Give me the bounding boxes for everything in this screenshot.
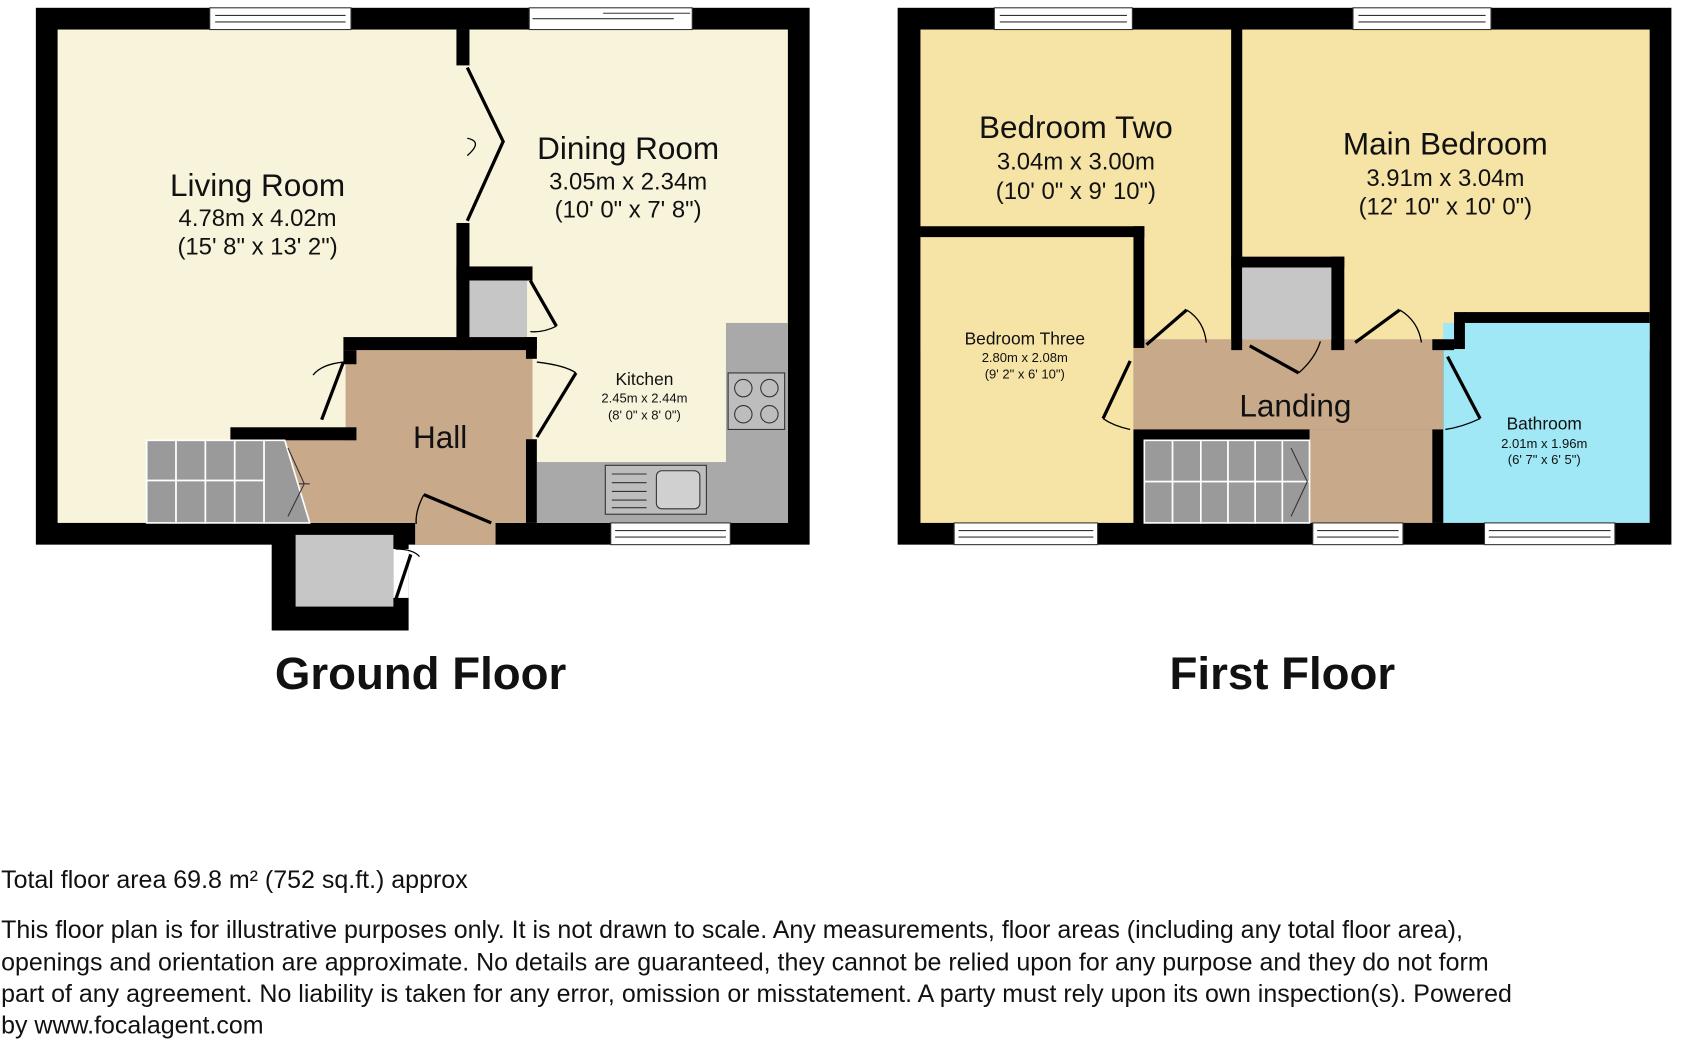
first-floor-title: First Floor [1170, 648, 1396, 699]
living-room-door [320, 361, 345, 421]
disclaimer-line: by www.focalagent.com [1, 1012, 263, 1040]
internal-wall [456, 222, 470, 351]
bedroom-two-door [1145, 308, 1188, 346]
sliding-door [528, 7, 693, 31]
bathroom-name: Bathroom [1507, 413, 1582, 433]
landing-area-extension [1309, 429, 1444, 523]
porch [295, 534, 394, 607]
window [209, 7, 352, 31]
cupboard [1242, 267, 1332, 340]
window [1352, 7, 1492, 31]
cupboard-door [1248, 344, 1300, 375]
bathroom-area [1443, 322, 1650, 523]
bedroom-two-metric: 3.04m x 3.00m [997, 149, 1155, 176]
kitchen-metric: 2.45m x 2.44m [601, 390, 687, 405]
cupboard [469, 280, 528, 338]
window [993, 7, 1133, 31]
footer: Total floor area 69.8 m² (752 sq.ft.) ap… [1, 866, 1512, 1040]
disclaimer-line: This floor plan is for illustrative purp… [1, 916, 1463, 944]
window [1483, 522, 1616, 546]
bathroom-metric: 2.01m x 1.96m [1501, 436, 1587, 451]
sink-icon [604, 464, 707, 515]
window [1312, 522, 1404, 546]
cupboard-wall [456, 266, 533, 281]
main-bedroom-metric: 3.91m x 3.04m [1366, 165, 1524, 192]
kitchen-name: Kitchen [615, 369, 673, 389]
cupboard-door [528, 279, 558, 328]
main-bedroom-imperial: (12' 10" x 10' 0") [1359, 193, 1533, 220]
bedroom-two-name: Bedroom Two [979, 109, 1173, 145]
hall-area [345, 350, 533, 523]
hall-name: Hall [413, 419, 467, 455]
living-room-imperial: (15' 8" x 13' 2") [177, 233, 337, 260]
bedroom-three-door [1101, 360, 1132, 420]
bathroom-imperial: (6' 7" x 6' 5") [1508, 452, 1581, 467]
hob-icon [727, 372, 786, 430]
front-door [423, 493, 492, 525]
window [610, 522, 731, 546]
internal-wall [456, 29, 470, 66]
first-stairs [1143, 439, 1311, 524]
total-floor-area: Total floor area 69.8 m² (752 sq.ft.) ap… [1, 866, 468, 894]
window [953, 522, 1099, 546]
bedroom-two-imperial: (10' 0" x 9' 10") [996, 178, 1156, 205]
bedroom-three-metric: 2.80m x 2.08m [982, 350, 1068, 365]
bifold-door [465, 66, 505, 222]
dining-room-metric: 3.05m x 2.34m [549, 168, 707, 195]
first-floor-plan: Bedroom Two 3.04m x 3.00m (10' 0" x 9' 1… [897, 7, 1672, 699]
dining-room-imperial: (10' 0" x 7' 8") [555, 197, 702, 224]
living-room-name: Living Room [170, 167, 345, 203]
bedroom-three-name: Bedroom Three [965, 329, 1085, 349]
kitchen-door [535, 372, 578, 438]
landing-name: Landing [1239, 387, 1351, 423]
bedroom-three-imperial: (9' 2" x 6' 10") [985, 366, 1065, 381]
dining-room-name: Dining Room [537, 130, 719, 166]
front-door-opening [415, 522, 496, 545]
bedroom-three-area [920, 237, 1134, 523]
bathroom-door [1446, 355, 1482, 420]
main-bedroom-door [1354, 308, 1401, 344]
kitchen-imperial: (8' 0" x 8' 0") [608, 408, 681, 423]
ground-floor-plan: Living Room 4.78m x 4.02m (15' 8" x 13' … [35, 7, 810, 699]
living-room-metric: 4.78m x 4.02m [179, 205, 337, 232]
disclaimer-line: part of any agreement. No liability is t… [1, 980, 1512, 1008]
main-bedroom-name: Main Bedroom [1343, 126, 1548, 162]
ground-stairs [145, 439, 311, 524]
landing-area [1133, 339, 1444, 430]
porch-door [394, 553, 413, 601]
ground-floor-title: Ground Floor [275, 648, 567, 699]
disclaimer-line: openings and orientation are approximate… [1, 949, 1489, 977]
